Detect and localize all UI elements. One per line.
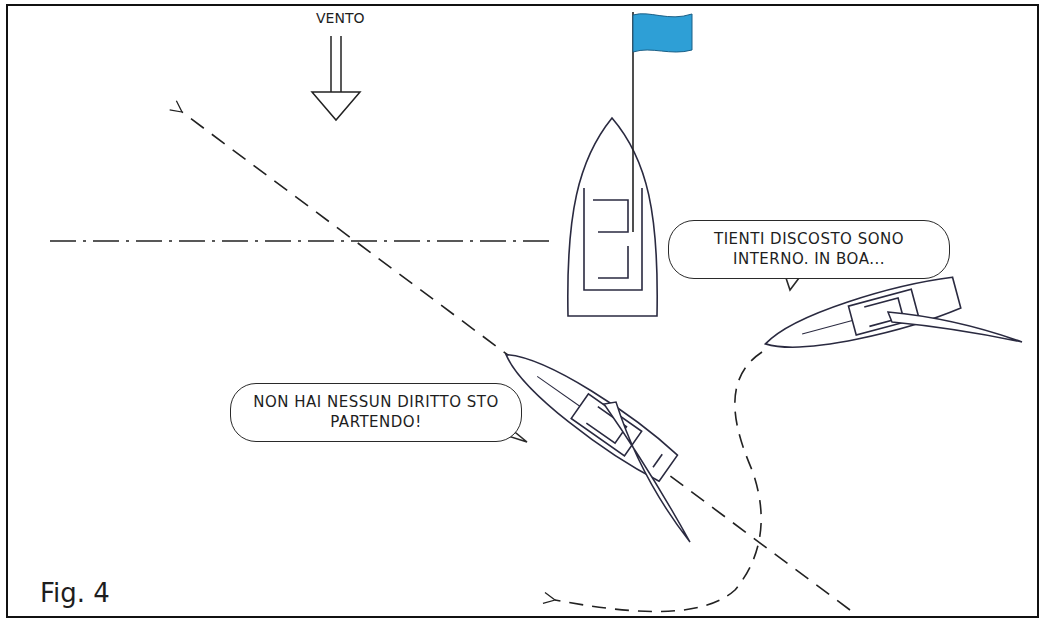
bubble-text: NON HAI NESSUN DIRITTO STO PARTENDO!: [247, 392, 505, 433]
frame: [7, 5, 1038, 617]
course-line: [182, 112, 850, 610]
committee-boat: [568, 12, 692, 316]
starting-boat: [494, 338, 679, 485]
wind-label: VENTO: [316, 10, 364, 26]
bubble-text: TIENTI DISCOSTO SONO INTERNO. IN BOA...: [685, 229, 933, 270]
wind-arrow: [312, 36, 360, 120]
start-line: [50, 240, 552, 242]
speech-bubble: TIENTI DISCOSTO SONO INTERNO. IN BOA...: [668, 220, 950, 279]
speech-bubble: NON HAI NESSUN DIRITTO STO PARTENDO!: [230, 383, 522, 442]
figure-number: Fig. 4: [40, 578, 110, 608]
sail: [888, 312, 1022, 342]
sail: [604, 402, 690, 542]
